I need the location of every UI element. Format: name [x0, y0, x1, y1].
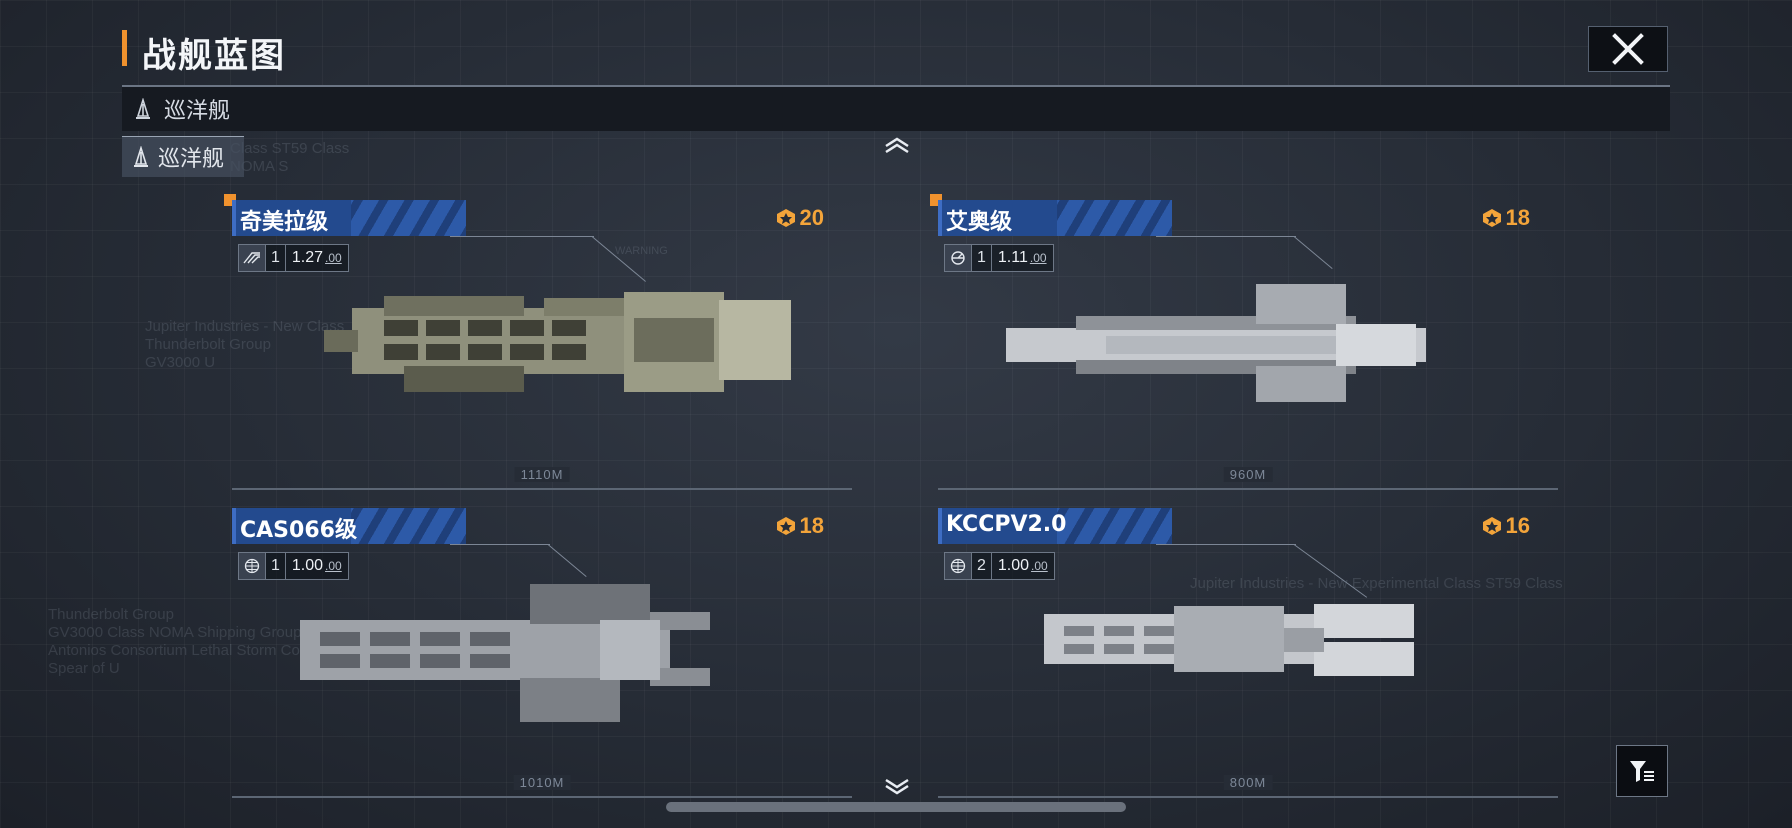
active-filter-label: 巡洋舰	[158, 147, 225, 172]
category-dropdown-label: 巡洋舰	[164, 99, 231, 124]
filter-icon	[1630, 761, 1654, 782]
ship-name: 奇美拉级	[240, 210, 329, 235]
ship-image	[1006, 284, 1426, 402]
cruiser-icon	[136, 98, 150, 119]
leader-line	[1293, 544, 1368, 598]
ship-name: CAS066级	[240, 518, 357, 543]
ship-name: 艾奥级	[946, 210, 1013, 235]
ship-length: 800M	[1223, 775, 1273, 790]
cruiser-icon	[134, 146, 148, 167]
blueprint-coin-icon	[1482, 209, 1501, 227]
stat-main: 1.27	[291, 249, 324, 266]
ship-stats: 1 1.27.00	[238, 244, 349, 272]
stat-main: 1.00	[997, 557, 1030, 574]
ship-level: 1	[971, 245, 992, 271]
collapse-button[interactable]	[883, 136, 911, 159]
ship-stats: 1 1.11.00	[944, 244, 1054, 272]
stat-main: 1.11	[997, 249, 1028, 266]
ship-name: KCCPV2.0	[946, 512, 1067, 537]
stat-value: 1.00.00	[992, 553, 1054, 579]
cost-value: 16	[1505, 513, 1530, 538]
ship-name-bar	[938, 200, 1172, 236]
leader-line	[591, 236, 646, 282]
blueprint-cost: 18	[775, 513, 824, 539]
ship-image	[324, 292, 791, 392]
stat-decimal: .00	[1029, 251, 1047, 265]
leader-line	[1293, 236, 1333, 270]
stat-decimal: .00	[325, 251, 342, 265]
blueprint-coin-icon	[776, 517, 795, 535]
globe-icon	[239, 553, 265, 579]
home-indicator	[666, 802, 1126, 812]
radar-icon	[945, 245, 971, 271]
active-filter-chip[interactable]: 巡洋舰	[122, 136, 244, 177]
blueprint-cost: 16	[1481, 513, 1530, 539]
ship-length: 1010M	[513, 775, 571, 790]
stat-value: 1.27.00	[286, 245, 348, 271]
ship-image	[300, 584, 710, 722]
cost-value: 18	[1505, 205, 1530, 230]
length-ruler: 800M	[938, 775, 1558, 798]
leader-line	[450, 544, 550, 545]
blueprint-coin-icon	[1482, 517, 1501, 535]
blueprint-cost: 18	[1481, 205, 1530, 231]
close-button[interactable]	[1588, 26, 1668, 72]
stat-decimal: .00	[325, 559, 342, 573]
ship-card[interactable]: KCCPV2.0 16 2 1.00.00 800M	[938, 508, 1558, 798]
leader-line	[547, 544, 587, 578]
blueprint-cost: 20	[775, 205, 824, 231]
length-ruler: 1010M	[232, 775, 852, 798]
length-ruler: 960M	[938, 467, 1558, 490]
ship-image	[1044, 604, 1414, 676]
stat-decimal: .00	[1031, 559, 1048, 573]
header-divider	[122, 85, 1670, 87]
ship-name-bar	[938, 508, 1172, 544]
background-lore-text: Class ST59 Class NOMA S	[230, 140, 350, 175]
stat-main: 1.00	[291, 557, 324, 574]
leader-line	[1156, 544, 1296, 545]
page-title: 战舰蓝图	[142, 36, 286, 76]
chevron-up-icon	[885, 137, 909, 154]
close-icon	[1612, 33, 1644, 65]
stat-value: 1.11.00	[992, 245, 1053, 271]
ship-name-bar	[232, 508, 466, 544]
ship-name-bar	[232, 200, 466, 236]
ship-card[interactable]: 奇美拉级 20 1 1.27.00 1110M	[224, 194, 852, 490]
title-accent	[122, 30, 127, 66]
ship-stats: 2 1.00.00	[944, 552, 1055, 580]
cost-value: 20	[799, 205, 824, 230]
filter-button[interactable]	[1616, 745, 1668, 797]
ship-length: 960M	[1223, 467, 1273, 482]
ship-level: 1	[265, 553, 286, 579]
leader-line	[450, 236, 594, 237]
length-ruler: 1110M	[232, 467, 852, 490]
ship-level: 1	[265, 245, 286, 271]
blueprint-coin-icon	[776, 209, 795, 227]
cost-value: 18	[799, 513, 824, 538]
ship-card[interactable]: 艾奥级 18 1 1.11.00 960M	[930, 194, 1558, 490]
ship-card[interactable]: CAS066级 18 1 1.00.00 1010M	[232, 508, 852, 798]
leader-line	[1156, 236, 1296, 237]
chevron-down-icon	[885, 778, 909, 795]
stat-value: 1.00.00	[286, 553, 348, 579]
globe-icon	[945, 553, 971, 579]
ship-stats: 1 1.00.00	[238, 552, 349, 580]
ship-level: 2	[971, 553, 992, 579]
warning-text: WARNING	[615, 245, 668, 257]
category-dropdown[interactable]: 巡洋舰	[122, 87, 1670, 131]
speed-icon	[239, 245, 265, 271]
background-lore-text: Jupiter Industries - New Experimental Cl…	[1190, 575, 1563, 592]
expand-button[interactable]	[883, 778, 911, 801]
ship-length: 1110M	[514, 467, 570, 482]
